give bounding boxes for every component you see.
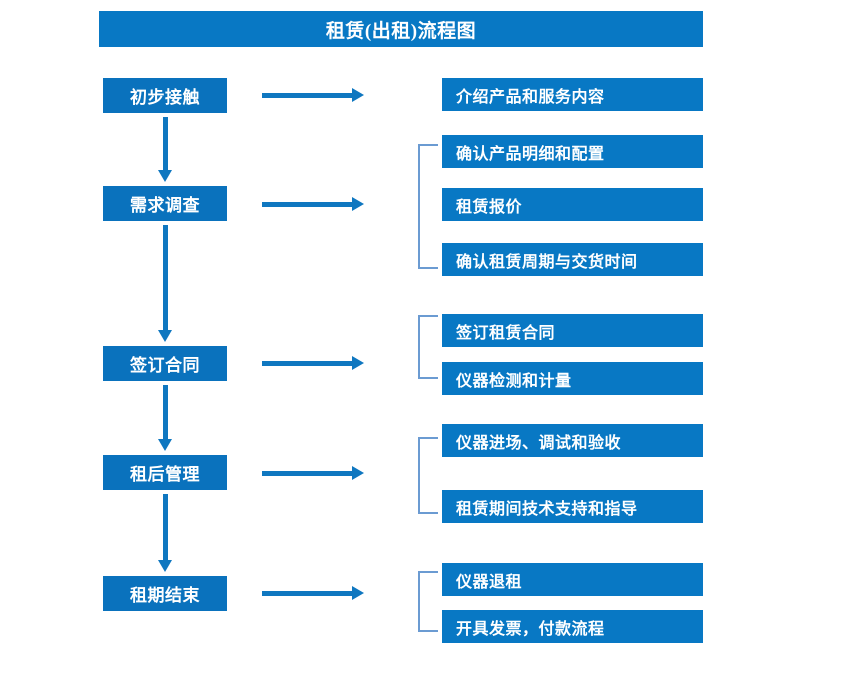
group-bracket-1	[418, 144, 438, 269]
detail-arrow-right-4	[262, 466, 364, 480]
flow-arrow-down-1	[158, 117, 172, 182]
detail-box-2[interactable]: 确认产品明细和配置	[442, 135, 703, 168]
detail-box-6[interactable]: 仪器检测和计量	[442, 362, 703, 395]
detail-arrow-right-2	[262, 197, 364, 211]
flow-arrow-down-4	[158, 494, 172, 572]
detail-box-7[interactable]: 仪器进场、调试和验收	[442, 424, 703, 457]
detail-box-3[interactable]: 租赁报价	[442, 188, 703, 221]
stage-box-1[interactable]: 初步接触	[103, 78, 227, 113]
group-bracket-4	[418, 571, 438, 632]
detail-box-5[interactable]: 签订租赁合同	[442, 314, 703, 347]
group-bracket-3	[418, 437, 438, 514]
stage-box-2[interactable]: 需求调查	[103, 186, 227, 221]
detail-arrow-right-1	[262, 88, 364, 102]
detail-box-1[interactable]: 介绍产品和服务内容	[442, 78, 703, 111]
stage-box-4[interactable]: 租后管理	[103, 455, 227, 490]
detail-arrow-right-5	[262, 586, 364, 600]
stage-box-3[interactable]: 签订合同	[103, 346, 227, 381]
diagram-title: 租赁(出租)流程图	[99, 11, 703, 47]
flow-arrow-down-2	[158, 225, 172, 342]
detail-box-8[interactable]: 租赁期间技术支持和指导	[442, 490, 703, 523]
stage-box-5[interactable]: 租期结束	[103, 576, 227, 611]
detail-arrow-right-3	[262, 356, 364, 370]
flow-arrow-down-3	[158, 385, 172, 451]
group-bracket-2	[418, 315, 438, 379]
detail-box-10[interactable]: 开具发票，付款流程	[442, 610, 703, 643]
detail-box-4[interactable]: 确认租赁周期与交货时间	[442, 243, 703, 276]
detail-box-9[interactable]: 仪器退租	[442, 563, 703, 596]
